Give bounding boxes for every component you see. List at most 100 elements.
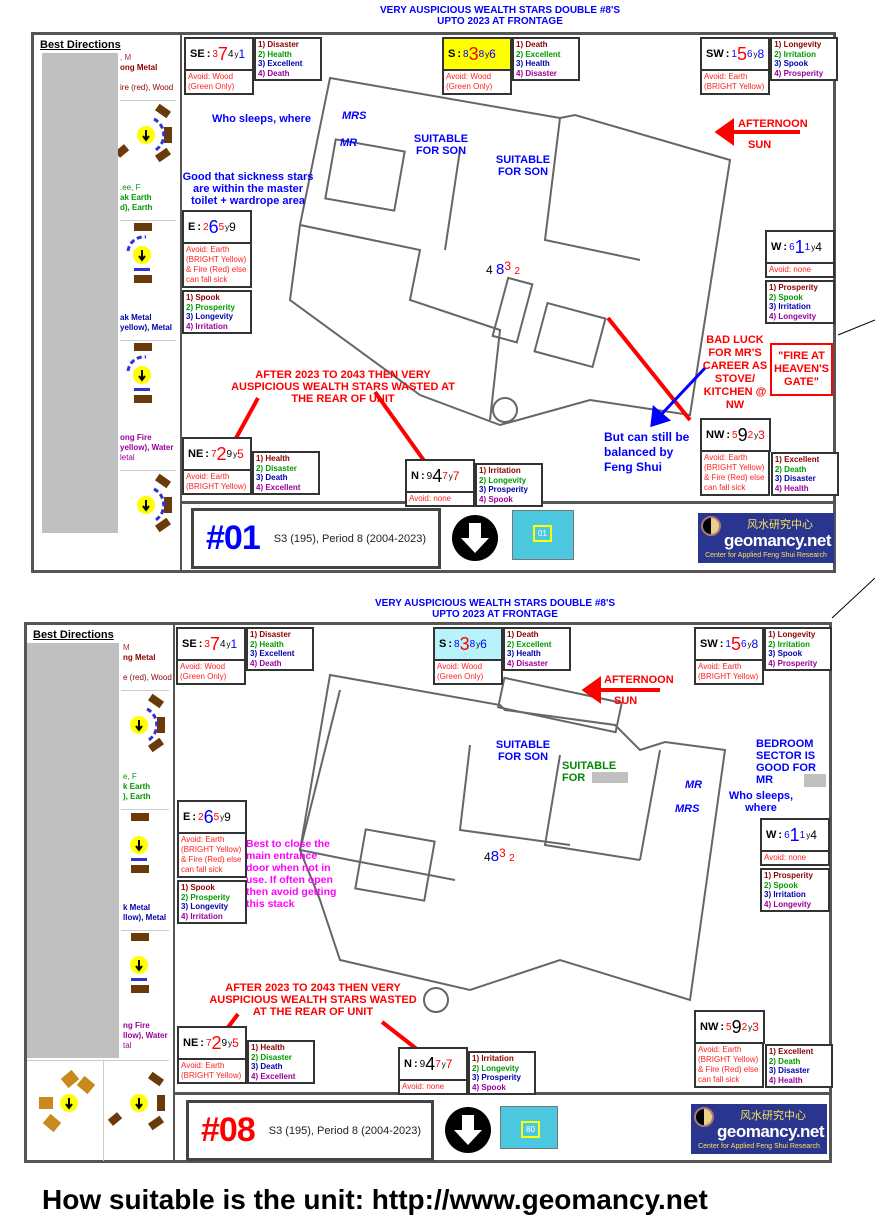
bed-icon — [126, 343, 152, 403]
water-star: 8 — [469, 638, 476, 650]
list-item: 4) Death — [258, 68, 290, 78]
water-star: 8 — [478, 48, 485, 60]
base-star: 6 — [203, 806, 214, 827]
base-star: 3 — [468, 43, 479, 64]
year-star: 4 — [815, 240, 822, 254]
mountain-star: 5 — [726, 1021, 732, 1033]
mountain-star: 2 — [203, 221, 209, 233]
sector-label: SE — [182, 638, 197, 650]
list-item: 3) Prosperity — [479, 485, 528, 494]
list-item: 3) Disaster — [774, 474, 816, 483]
list-item: 1) Excellent — [774, 455, 820, 464]
year-marker: y — [448, 471, 453, 481]
base-star: 5 — [736, 43, 747, 64]
unit-location-thumbnail: 01 — [512, 510, 574, 560]
water-star: 9 — [221, 1037, 228, 1049]
list-item: 2) Excellent — [516, 49, 561, 59]
bed-icon — [39, 1069, 96, 1133]
after-2023-note: AFTER 2023 TO 2043 THEN VERY AUSPICIOUS … — [209, 982, 417, 1018]
list-item: 1) Spook — [181, 883, 215, 892]
flying-stars: E: 2 6 5 y 9 — [182, 210, 252, 244]
sector-box-se: SE: 3 7 4 y 1 Avoid: Wood (Green Only) 1… — [176, 627, 314, 685]
mountain-star: 9 — [419, 1058, 426, 1070]
list-item: 3) Longevity — [181, 902, 229, 911]
bed-placement-diagrams — [114, 103, 172, 533]
mountain-star: 8 — [463, 48, 469, 60]
star-meaning-list: 1) Disaster 2) Health 3) Excellent 4) De… — [254, 37, 322, 81]
star-meaning-list: 1) Longevity 2) Irritation 3) Spook 4) P… — [770, 37, 839, 81]
sector-label: SW — [706, 48, 724, 60]
list-item: 2) Irritation — [768, 639, 811, 649]
sector-label: NW — [700, 1021, 719, 1033]
year-marker: y — [485, 49, 490, 59]
unit-number-box: #08 S3 (195), Period 8 (2004-2023) — [186, 1100, 434, 1161]
list-item: 1) Prosperity — [764, 871, 813, 880]
list-item: 2) Disaster — [251, 1052, 292, 1062]
mrs-label: MRS — [342, 110, 367, 122]
base-star: 5 — [730, 633, 741, 654]
unit-info-bar: #01 S3 (195), Period 8 (2004-2023) 01 风水… — [182, 501, 834, 573]
sun-label: SUN — [614, 695, 638, 707]
list-item: 1) Death — [516, 40, 548, 49]
sector-stars-col: NE: 7 2 9 y 5 Avoid: Earth (BRIGHT Yello… — [182, 437, 252, 495]
mountain-star: 2 — [198, 811, 204, 823]
sector-box-ne: NE: 7 2 9 y 5 Avoid: Earth (BRIGHT Yello… — [182, 437, 320, 495]
list-item: 3) Irritation — [769, 302, 811, 311]
mountain-star: 8 — [454, 638, 460, 650]
year-star: 4 — [810, 828, 817, 842]
sector-stars-col: N: 9 4 7 y 7 Avoid: none — [398, 1047, 468, 1095]
after-2023-note: AFTER 2023 TO 2043 THEN VERY AUSPICIOUS … — [231, 369, 455, 405]
list-item: 2) Spook — [764, 880, 798, 890]
list-item: 4) Health — [768, 1075, 803, 1085]
bed-icon — [114, 103, 172, 163]
base-star: 4 — [432, 465, 443, 486]
list-item: 4) Longevity — [769, 311, 817, 321]
year-marker: y — [476, 639, 481, 649]
avoid-note: Avoid: Earth (BRIGHT Yellow) & Fire (Red… — [182, 244, 252, 288]
list-item: 3) Longevity — [186, 312, 234, 321]
suitable-for-son-note: SUITABLE FOR SON — [413, 133, 469, 157]
suitable-for-son-note: SUITABLE FOR SON — [495, 739, 551, 763]
sector-stars-col: W: 6 1 1 y 4 Avoid: none — [760, 818, 830, 866]
flying-stars: W: 6 1 1 y 4 — [760, 818, 830, 852]
flying-stars: SE: 3 7 4 y 1 — [184, 37, 254, 71]
base-star: 7 — [217, 43, 228, 64]
bed-icon — [130, 813, 149, 873]
year-star: 5 — [237, 447, 244, 461]
list-item: 3) Irritation — [764, 890, 806, 899]
sector-stars-col: W: 6 1 1 y 4 Avoid: none — [765, 230, 835, 278]
list-item: 4) Prosperity — [774, 68, 824, 78]
list-item: 3) Excellent — [250, 649, 295, 658]
flying-stars: N: 9 4 7 y 7 — [405, 459, 475, 493]
sector-label: S — [448, 48, 456, 60]
mountain-star: 9 — [426, 470, 433, 482]
base-star: 4 — [425, 1053, 436, 1074]
yin-yang-icon — [701, 516, 721, 536]
year-marker: y — [754, 430, 759, 440]
list-item: 1) Longevity — [774, 40, 822, 49]
mountain-star: 6 — [789, 241, 795, 253]
sector-box-n: N: 9 4 7 y 7 Avoid: none 1) Irritation 2… — [405, 459, 543, 507]
water-star: 5 — [218, 221, 225, 233]
avoid-note: Avoid: none — [398, 1081, 468, 1095]
sector-box-w: W: 6 1 1 y 4 Avoid: none 1) Prosperity 2… — [765, 230, 835, 324]
list-item: 1) Death — [507, 630, 539, 639]
year-star: 6 — [489, 47, 496, 61]
avoid-note: Avoid: none — [405, 493, 475, 507]
sun-label: SUN — [748, 139, 772, 151]
facing-arrow-icon — [452, 515, 498, 561]
list-item: 2) Spook — [769, 292, 803, 302]
sector-box-n: N: 9 4 7 y 7 Avoid: none 1) Irritation 2… — [398, 1047, 536, 1095]
list-item: 3) Health — [516, 59, 550, 68]
star-meaning-list: 1) Prosperity 2) Spook 3) Irritation 4) … — [765, 280, 835, 324]
year-star: 8 — [757, 47, 765, 61]
unit-info-bar: #08 S3 (195), Period 8 (2004-2023) 80 风水… — [175, 1092, 829, 1164]
star-meaning-list: 1) Irritation 2) Longevity 3) Prosperity… — [475, 463, 543, 507]
sector-stars-col: SW: 1 5 6 y 8 Avoid: Earth (BRIGHT Yello… — [694, 627, 765, 685]
avoid-note: Avoid: Earth (BRIGHT Yellow) & Fire (Red… — [177, 834, 247, 878]
sector-label: N — [404, 1058, 412, 1070]
bad-luck-note: BAD LUCK FOR MR'S CAREER AS STOVE/ KITCH… — [702, 334, 768, 411]
flying-stars: SW: 1 5 6 y 8 — [700, 37, 771, 71]
year-star: 1 — [238, 47, 246, 61]
flying-stars: S: 8 3 8 y 6 — [442, 37, 512, 71]
